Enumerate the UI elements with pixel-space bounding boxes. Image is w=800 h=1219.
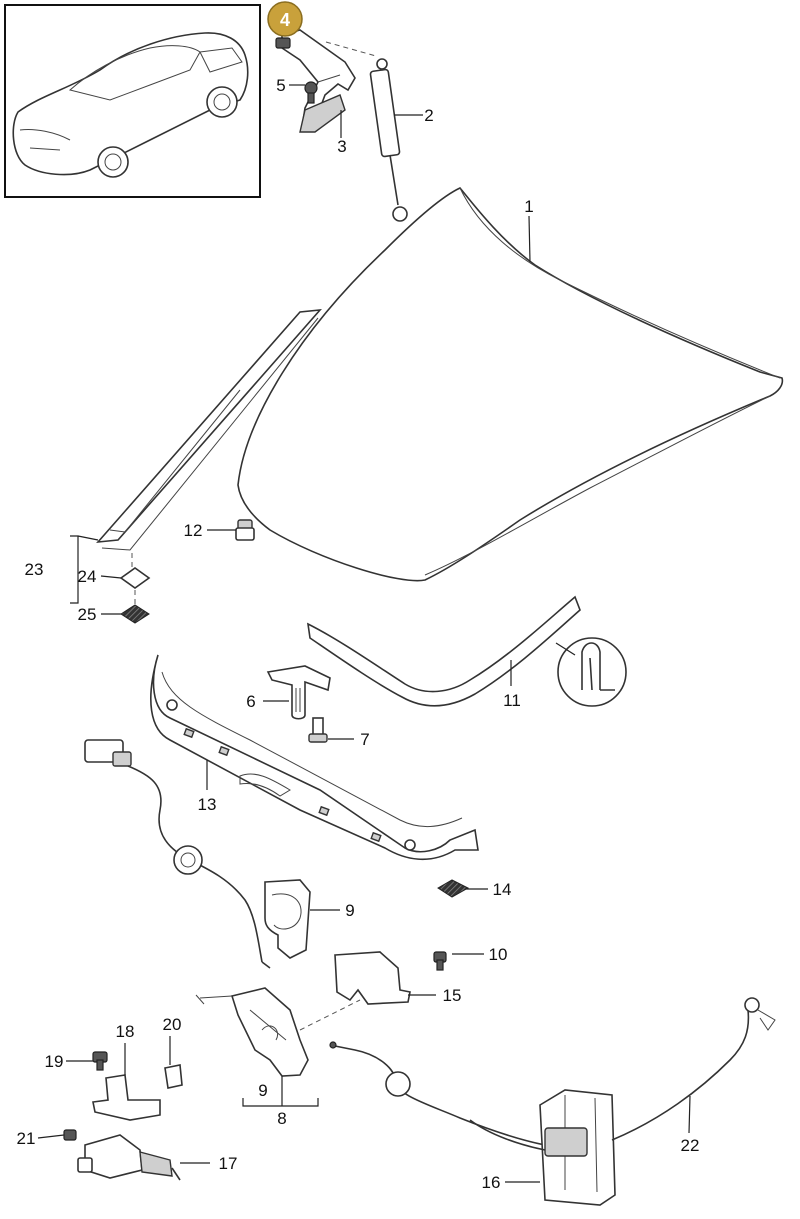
cable-clip-upper: [264, 879, 311, 959]
emergency-actuator-assembly: [63, 1051, 183, 1181]
label-part-12: 12: [184, 521, 203, 540]
hood: [237, 187, 784, 582]
label-part-9-lower: 9: [258, 1081, 267, 1100]
hood-latch: [195, 987, 546, 1146]
label-part-25: 25: [78, 605, 97, 624]
label-part-1: 1: [524, 197, 533, 216]
trim-strip: [96, 309, 322, 624]
label-part-7: 7: [360, 730, 369, 749]
label-part-16: 16: [482, 1173, 501, 1192]
release-handle-cable: [469, 997, 776, 1206]
label-part-14: 14: [493, 880, 512, 899]
label-part-19: 19: [45, 1052, 64, 1071]
label-part-2: 2: [424, 106, 433, 125]
rubber-buffer: [235, 519, 255, 541]
hood-seal: [306, 595, 627, 707]
car-thumbnail: [4, 4, 261, 198]
label-part-22: 22: [681, 1136, 700, 1155]
hood-hinge: [275, 29, 377, 133]
diagram-badge: 4: [267, 1, 303, 37]
label-part-17: 17: [219, 1154, 238, 1173]
label-part-13: 13: [198, 795, 217, 814]
label-part-6: 6: [246, 692, 255, 711]
label-part-20: 20: [163, 1015, 182, 1034]
label-part-9-upper: 9: [345, 901, 354, 920]
label-part-18: 18: [116, 1022, 135, 1041]
label-part-24: 24: [78, 567, 97, 586]
label-part-8: 8: [277, 1109, 286, 1128]
label-part-23: 23: [25, 560, 44, 579]
label-part-3: 3: [337, 137, 346, 156]
label-part-10: 10: [489, 945, 508, 964]
lock-bracket: [266, 665, 331, 743]
label-part-21: 21: [17, 1129, 36, 1148]
latch-bracket: [334, 951, 447, 1005]
label-part-5: 5: [276, 76, 285, 95]
felt-pad: [437, 879, 470, 898]
gas-strut: [369, 58, 408, 222]
contact-switch-cable: [84, 739, 271, 969]
badge-number: 4: [280, 10, 290, 30]
front-trim-panel: [150, 654, 479, 861]
label-part-11: 11: [503, 691, 521, 710]
leader-lines: [37, 84, 691, 1183]
part-labels: 1 2 3 5 6 7 8 9 9 10 11 12 13 14 15 16 1…: [17, 76, 700, 1192]
label-part-15: 15: [443, 986, 462, 1005]
